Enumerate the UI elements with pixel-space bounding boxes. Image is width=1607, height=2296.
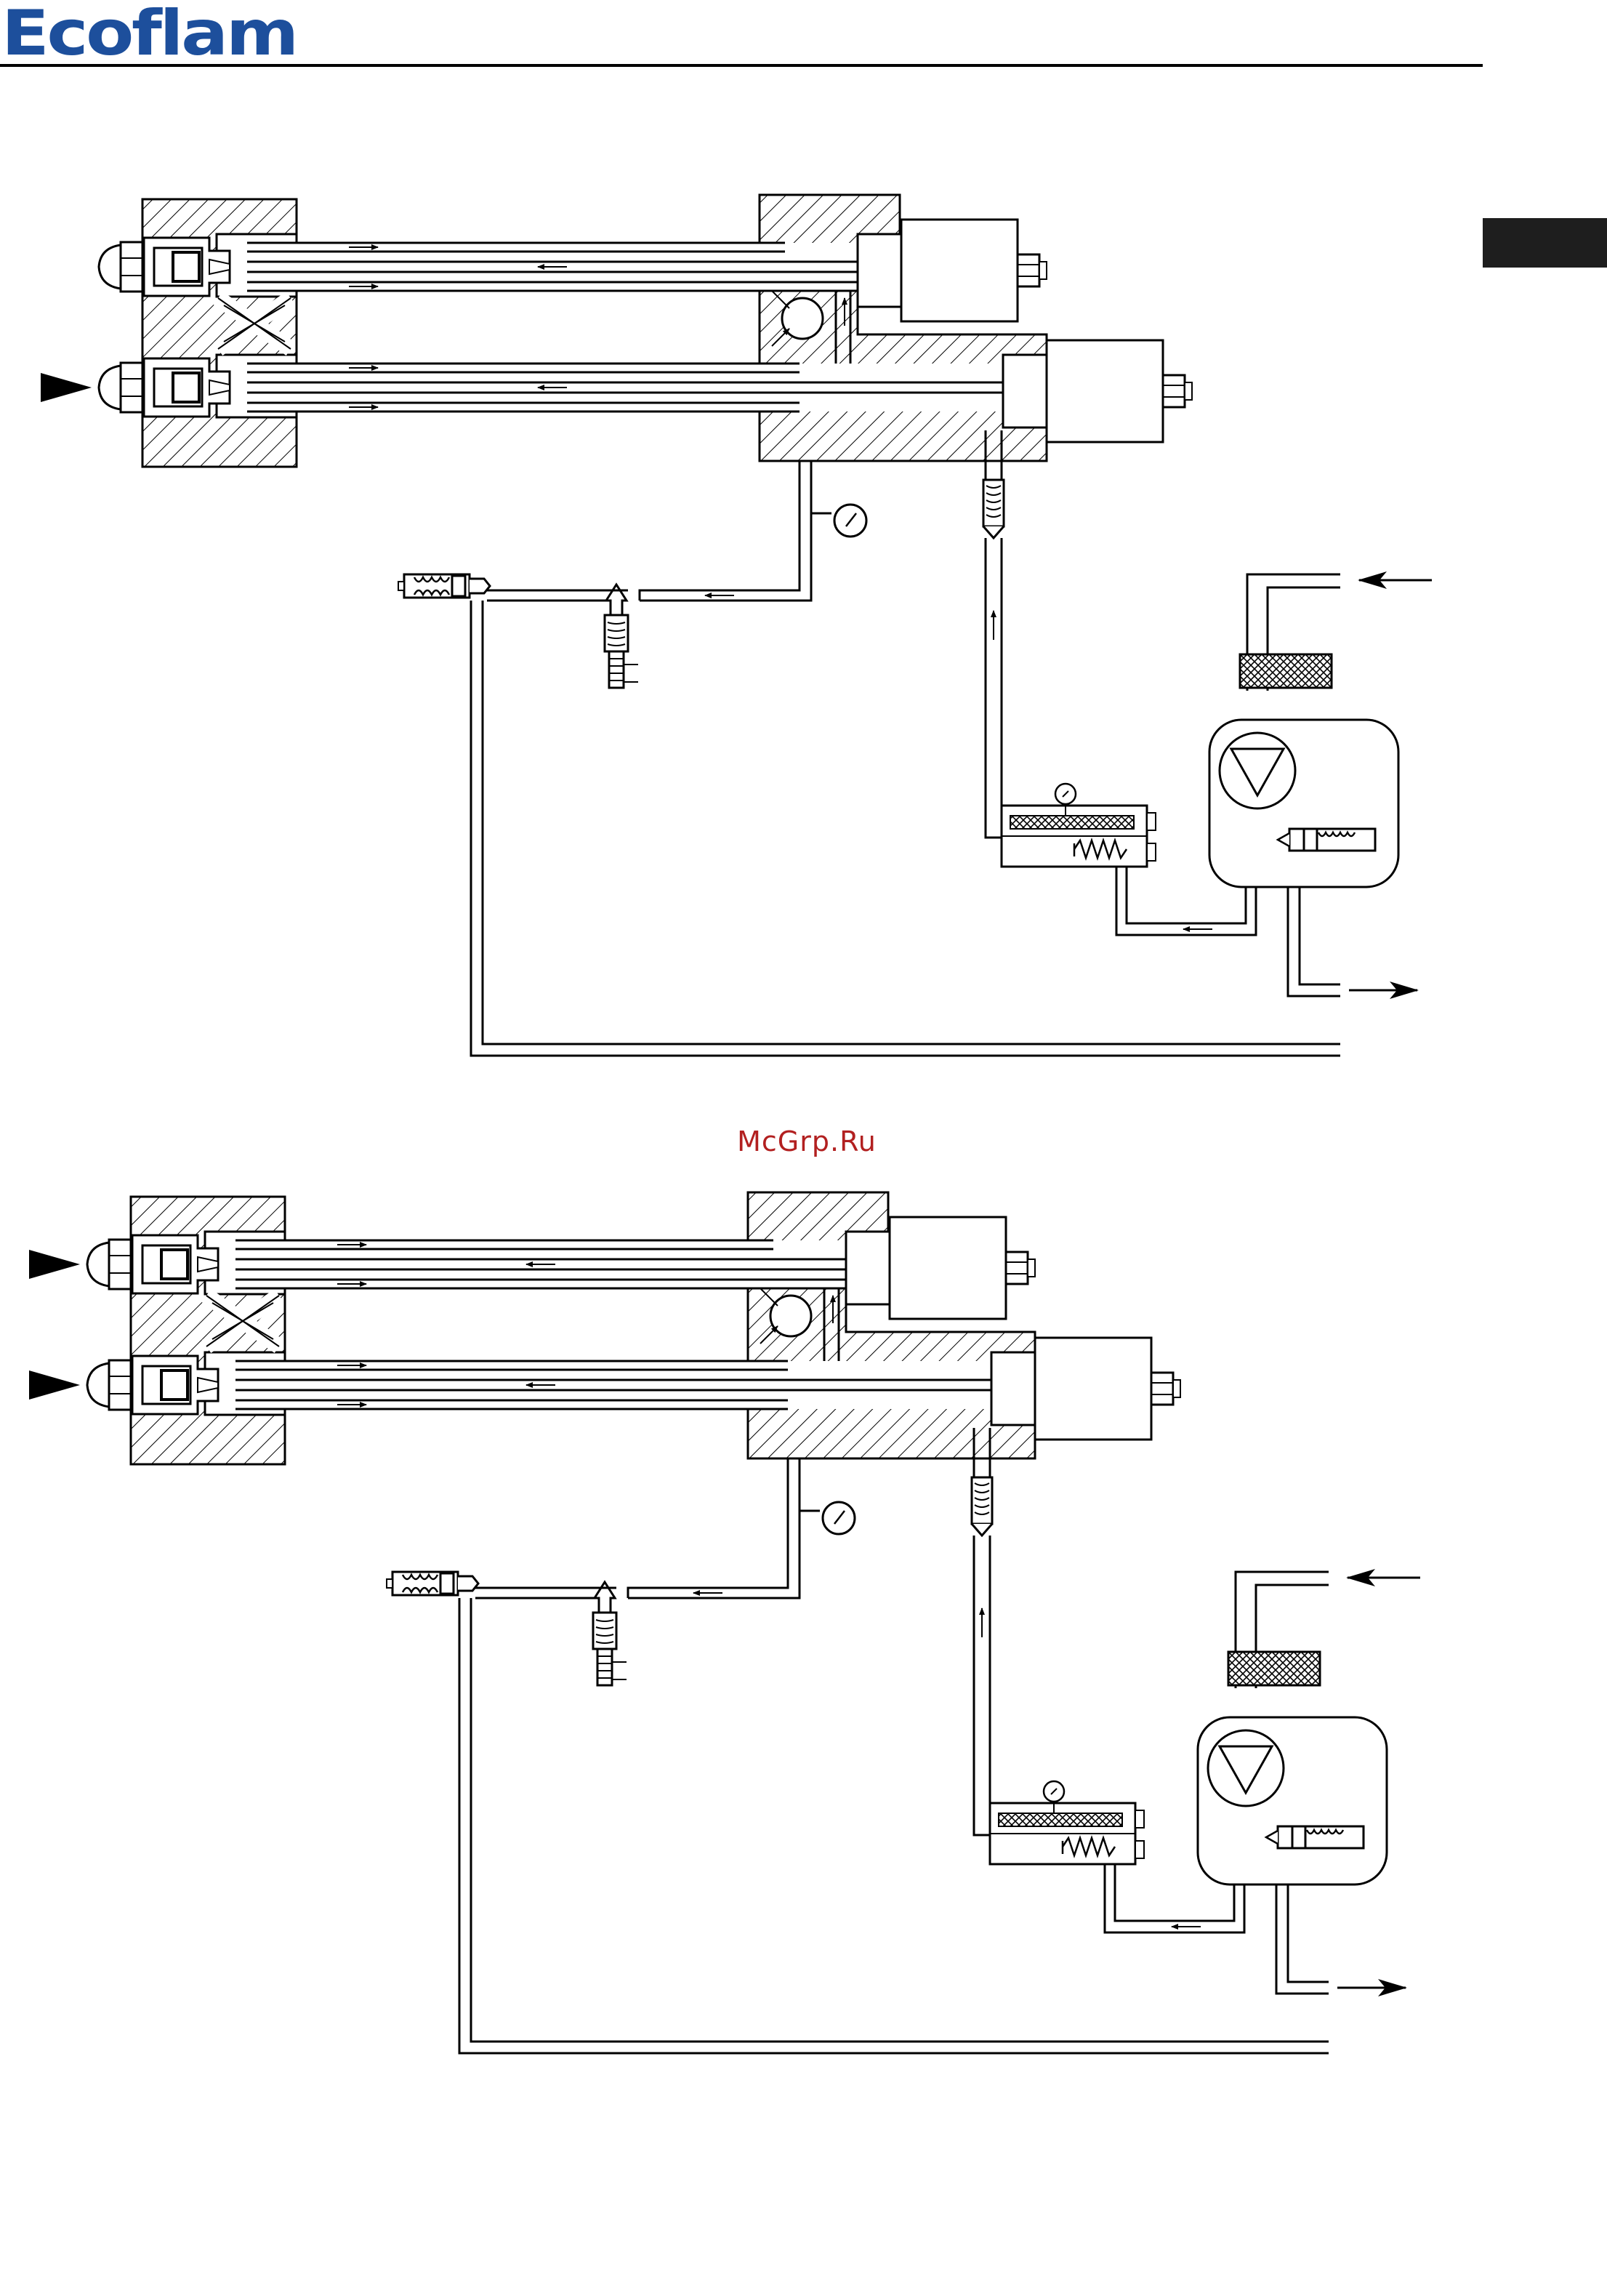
diagram-two-nozzles bbox=[29, 1192, 1420, 2053]
spray-cone-icon bbox=[29, 1370, 80, 1400]
spray-cone-icon bbox=[41, 373, 92, 402]
diagram-one-nozzle bbox=[41, 195, 1432, 1056]
spray-cone-icon bbox=[29, 1250, 80, 1279]
